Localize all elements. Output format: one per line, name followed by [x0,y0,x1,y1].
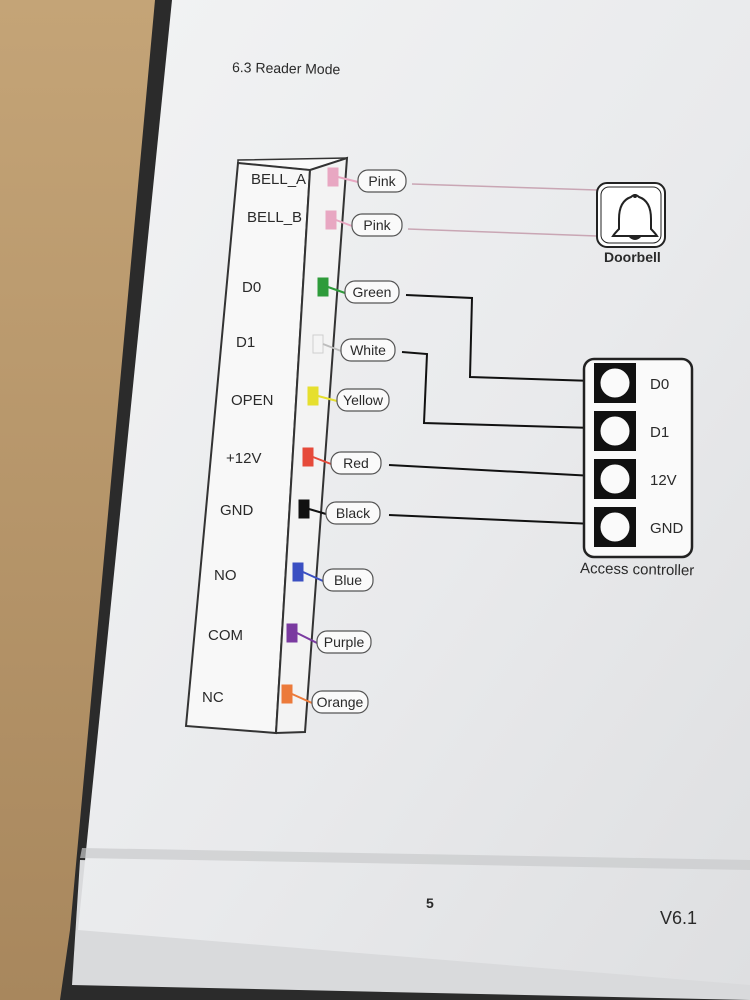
section-title: 6.3 Reader Mode [232,59,341,77]
wire-connector-yellow [307,386,319,406]
wire-connector-pink [327,167,339,187]
wire-stub-yellow [317,395,338,402]
wire-connections [388,183,598,525]
pin-label-12v: +12V [226,450,261,467]
wire-stub-red [312,456,332,465]
wire-label-purple: Purple [324,634,365,650]
pin-label-nc: NC [202,689,224,706]
wire-stub-blue [302,571,324,582]
wire-connector-pink [325,210,337,230]
terminal-label-12v: 12V [650,472,677,489]
wire-label-white: White [350,342,386,358]
wire-stub-white [322,343,342,352]
wire-label-box [357,169,407,193]
terminal-label-d1: D1 [650,424,669,441]
wire-stub-pink [337,176,359,183]
pin-label-d1: D1 [236,334,255,351]
wire-12v-to-12v [388,464,595,477]
terminal-label-gnd: GND [650,520,684,537]
wire-label-box [336,388,390,412]
wire-stub-pink [335,219,353,227]
version-label: V6.1 [660,908,697,928]
wire-label-box [330,451,382,475]
wire-connector-black [298,499,310,519]
wire-label-green: Green [353,284,392,300]
terminal-screw [599,511,631,543]
wire-connector-orange [281,684,293,704]
wire-connector-blue [292,562,304,582]
access-controller-label: Access controller [580,560,695,579]
wire-label-box [325,501,381,525]
page-fold-shadow [80,848,750,870]
pin-label-bellb: BELL_B [247,209,302,226]
page-number: 5 [426,895,434,911]
pin-label-com: COM [208,627,243,644]
terminal-screw [599,367,631,399]
wire-d0-to-d0 [405,294,595,382]
wire-label-yellow: Yellow [343,392,384,408]
wire-label-box [344,280,400,304]
reader-side-face [274,156,349,735]
wire-label-pink: Pink [368,173,396,189]
wire-stub-green [327,286,346,294]
wire-label-blue: Blue [334,572,362,588]
terminal-screw [599,415,631,447]
pin-label-d0: D0 [242,279,261,296]
wire-bellb-to-doorbell [407,228,598,237]
doorbell-label: Doorbell [604,249,661,265]
wire-connector-green [317,277,329,297]
pin-label-no: NO [214,567,237,584]
pin-label-open: OPEN [231,392,274,409]
wire-connector-purple [286,623,298,643]
wire-label-box [340,338,396,362]
wire-gnd-to-gnd [388,514,595,525]
wire-bella-to-doorbell [411,183,598,191]
wire-stub-orange [291,693,313,704]
wire-connector-red [302,447,314,467]
wire-label-red: Red [343,455,369,471]
doorbell-inner-frame [600,186,662,244]
wire-label-box [322,568,374,592]
wire-label-pink: Pink [363,217,391,233]
wire-stub-purple [296,632,318,644]
reader-body [184,156,349,735]
wire-label-box [311,690,369,714]
wire-label-box [351,213,403,237]
wire-label-black: Black [336,505,371,521]
wire-connector-white [312,334,324,354]
terminal-label-d0: D0 [650,376,669,393]
bell-icon [611,194,659,240]
pin-label-bella: BELL_A [251,171,306,188]
terminal-screw [599,463,631,495]
doorbell: Doorbell [596,182,666,265]
wire-d1-to-d1 [401,351,595,429]
pin-label-gnd: GND [220,502,254,519]
wire-label-box [316,630,372,654]
wire-stub-black [308,508,327,515]
wire-label-orange: Orange [317,694,364,710]
